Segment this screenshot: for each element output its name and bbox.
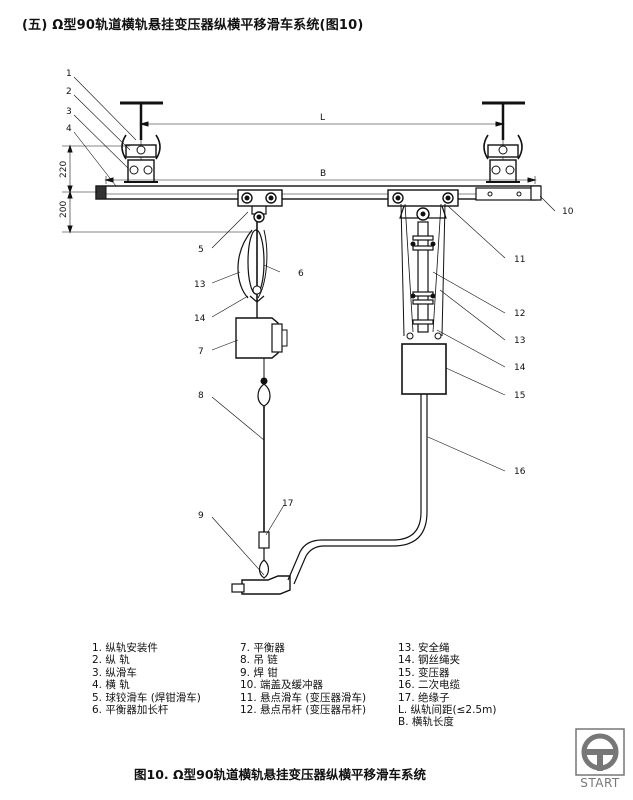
figure-caption: 图10. Ω型90轨道横轨悬挂变压器纵横平移滑车系统: [134, 767, 427, 782]
callout-14-right: 14: [514, 363, 526, 373]
legend-column-3: 13. 安全绳 14. 钢丝绳夹 15. 变压器 16. 二次电缆 17. 绝缘…: [398, 642, 496, 729]
callout-6: 6: [298, 269, 304, 279]
legend-item: 7. 平衡器: [240, 642, 285, 654]
legend-item: 9. 焊 钳: [240, 666, 278, 679]
legend-column-1: 1. 纵轨安装件 2. 纵 轨 3. 纵滑车 4. 横 轨 5. 球铰滑车 (焊…: [92, 642, 201, 716]
callout-3: 3: [66, 107, 72, 117]
callout-8: 8: [198, 391, 204, 401]
callout-13-right: 13: [514, 336, 525, 346]
legend-item: 1. 纵轨安装件: [92, 642, 158, 654]
transformer: [401, 343, 447, 395]
vertical-dimensions: 220 200: [59, 144, 258, 234]
legend-item: 8. 吊 链: [240, 654, 278, 667]
callout-11: 11: [514, 255, 525, 265]
secondary-cable: [287, 394, 428, 585]
legend-column-2: 7. 平衡器 8. 吊 链 9. 焊 钳 10. 端盖及缓冲器 11. 悬点滑车…: [240, 642, 366, 716]
legend-item: 14. 钢丝绳夹: [398, 654, 461, 667]
left-rail-mount: [120, 101, 163, 183]
legend-item: 11. 悬点滑车 (变压器滑车): [240, 691, 367, 704]
callout-labels: 1 2 3 4 5 13 6 14 7 8 9 17 10 11 12 13 1…: [66, 69, 574, 521]
callout-13-left: 13: [194, 280, 205, 290]
start-logo-icon: [575, 728, 625, 776]
legend-item: L. 纵轨间距(≤2.5m): [398, 704, 497, 717]
callout-5: 5: [198, 245, 204, 255]
chain-and-tongs: [231, 406, 291, 595]
right-rail-mount: [482, 101, 525, 183]
page-title: (五) Ω型90轨道横轨悬挂变压器纵横平移滑车系统(图10): [22, 18, 364, 33]
callout-leaders: [73, 76, 556, 576]
ball-joint-trolley: [237, 189, 283, 303]
dimension-b-label: B: [320, 169, 326, 179]
callout-10: 10: [562, 207, 574, 217]
legend-item: 10. 端盖及缓冲器: [240, 679, 324, 692]
callout-12: 12: [514, 309, 525, 319]
callout-4: 4: [66, 124, 72, 134]
callout-7: 7: [198, 347, 204, 357]
legend-item: 6. 平衡器加长杆: [92, 704, 169, 717]
legend-item: B. 横轨长度: [398, 716, 454, 729]
callout-17: 17: [282, 499, 293, 509]
legend-item: 16. 二次电缆: [398, 679, 461, 692]
legend-item: 17. 绝缘子: [398, 691, 450, 704]
start-logo: START: [575, 728, 625, 794]
callout-2: 2: [66, 87, 72, 97]
callout-15: 15: [514, 391, 525, 401]
legend-item: 5. 球铰滑车 (焊钳滑车): [92, 691, 201, 704]
balancer: [235, 302, 288, 407]
dimension-220-label: 220: [59, 161, 69, 178]
transformer-trolley: [387, 189, 459, 340]
cross-rail: B: [95, 169, 542, 201]
legend-item: 12. 悬点吊杆 (变压器吊杆): [240, 704, 367, 717]
callout-1: 1: [66, 69, 72, 79]
legend-item: 3. 纵滑车: [92, 666, 137, 679]
callout-16: 16: [514, 467, 526, 477]
callout-14-left: 14: [194, 314, 206, 324]
callout-9: 9: [198, 511, 204, 521]
legend-item: 15. 变压器: [398, 666, 450, 679]
start-logo-text: START: [580, 776, 620, 790]
legend-item: 2. 纵 轨: [92, 654, 130, 667]
dimension-l-label: L: [320, 113, 325, 123]
dimension-200-label: 200: [59, 201, 69, 218]
legend-item: 4. 横 轨: [92, 679, 130, 692]
legend-item: 13. 安全绳: [398, 642, 450, 654]
